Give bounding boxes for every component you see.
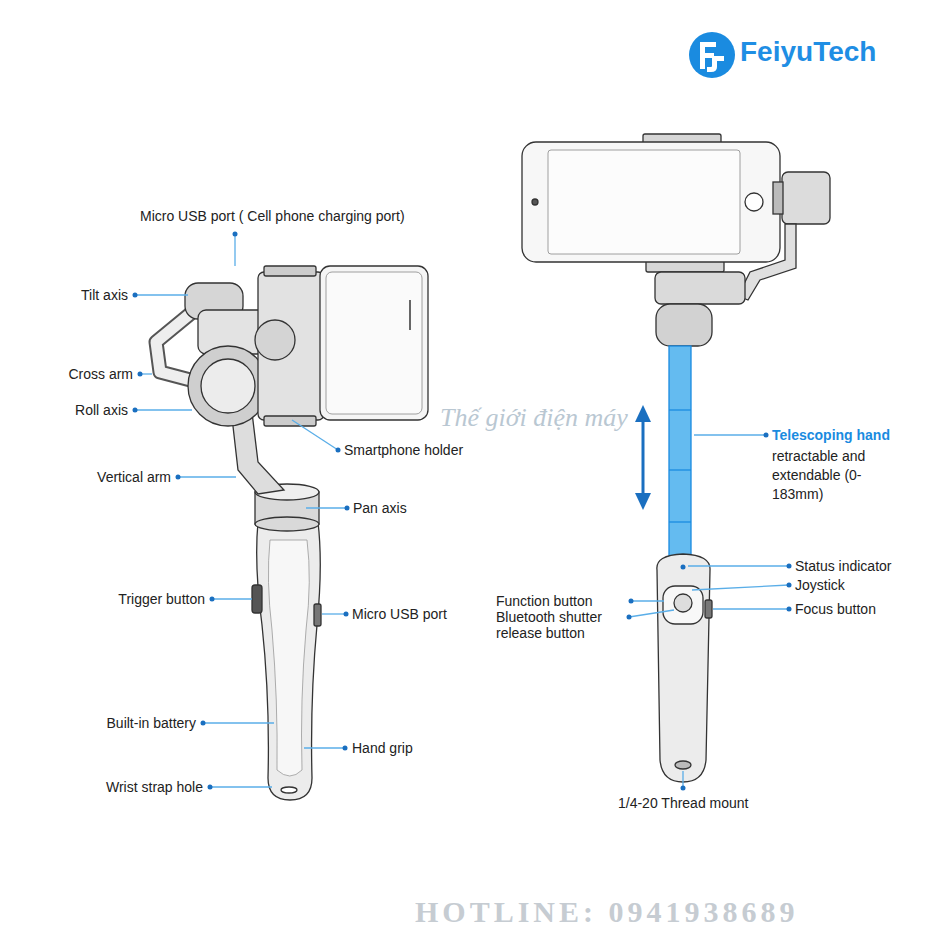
part-label: Bluetooth shutter release button xyxy=(496,609,624,641)
part-label: Trigger button xyxy=(118,591,205,607)
part-label: 1/4-20 Thread mount xyxy=(618,795,749,811)
part-label: Smartphone holder xyxy=(344,442,463,458)
part-label: Micro USB port ( Cell phone charging por… xyxy=(140,208,405,224)
part-label: Status indicator xyxy=(795,558,892,574)
part-label: Function button xyxy=(496,593,624,609)
logo-icon xyxy=(689,32,735,78)
brand-logo: FeiyuTech xyxy=(740,36,876,68)
part-label: Tilt axis xyxy=(81,287,128,303)
part-label: Micro USB port xyxy=(352,606,447,622)
watermark: HOTLINE: 0941938689 xyxy=(415,895,799,929)
leader-lines xyxy=(133,232,792,791)
part-label: Focus button xyxy=(795,601,876,617)
telescoping-pole xyxy=(669,346,691,562)
part-label: Vertical arm xyxy=(97,469,171,485)
part-label: Built-in battery xyxy=(107,715,196,731)
part-label: Wrist strap hole xyxy=(106,779,203,795)
part-label: Telescoping hand xyxy=(772,427,890,443)
left-gimbal xyxy=(156,266,428,800)
watermark: Thế giới điện máy xyxy=(440,404,628,432)
part-label: Pan axis xyxy=(353,500,407,516)
part-label: Roll axis xyxy=(75,402,128,418)
extension-arrow xyxy=(635,405,651,510)
part-label: Hand grip xyxy=(352,740,413,756)
part-label: Joystick xyxy=(795,577,845,593)
part-label: Cross arm xyxy=(68,366,133,382)
part-note: retractable and extendable (0-183mm) xyxy=(772,447,907,504)
